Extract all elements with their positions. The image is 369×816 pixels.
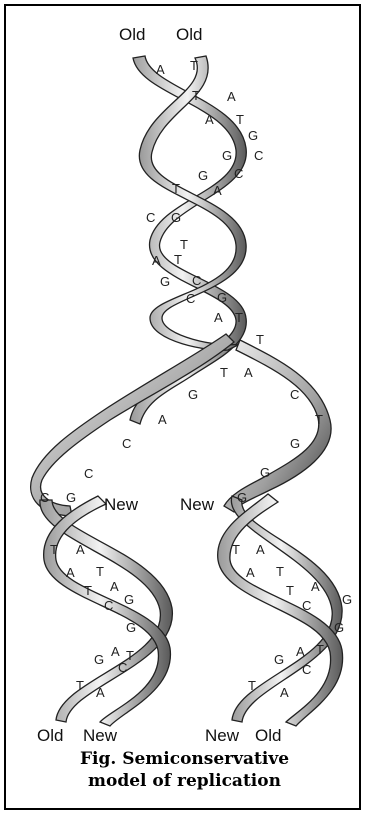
base-letter: A <box>214 310 223 325</box>
label-bottom-old-left: Old <box>37 726 63 745</box>
base-letter: A <box>111 644 120 659</box>
base-letter: A <box>296 644 305 659</box>
label-top-old-right: Old <box>176 25 202 44</box>
base-letter: G <box>260 465 270 480</box>
base-letter: T <box>220 365 228 380</box>
base-letter: C <box>302 662 311 677</box>
base-letter: C <box>122 436 131 451</box>
base-letter: T <box>76 678 84 693</box>
base-letter: A <box>158 412 167 427</box>
base-letter: G <box>188 387 198 402</box>
base-letter: C <box>234 166 243 181</box>
base-letter: G <box>274 652 284 667</box>
base-letter: T <box>276 564 284 579</box>
base-letter: G <box>94 652 104 667</box>
base-letter: A <box>156 62 165 77</box>
base-letter: G <box>171 210 181 225</box>
base-letter: T <box>172 181 180 196</box>
base-letter: A <box>280 685 289 700</box>
base-letter: G <box>248 128 258 143</box>
base-letter: C <box>254 148 263 163</box>
base-letter: C <box>118 660 127 675</box>
base-letter: G <box>160 274 170 289</box>
base-letter: T <box>248 678 256 693</box>
base-letter: T <box>174 252 182 267</box>
base-letter: G <box>66 490 76 505</box>
base-letter: C <box>104 598 113 613</box>
base-letter: T <box>232 542 240 557</box>
base-letter: A <box>76 542 85 557</box>
base-letter: C <box>192 273 201 288</box>
base-letter: G <box>198 168 208 183</box>
figure-caption-line1: Fig. Semiconservative <box>0 748 369 770</box>
base-letter: C <box>84 466 93 481</box>
base-letter: G <box>342 592 352 607</box>
base-letter: A <box>213 183 222 198</box>
base-letter: G <box>126 620 136 635</box>
fork-left-strand <box>31 334 234 516</box>
base-letter: T <box>50 542 58 557</box>
base-letter: T <box>192 88 200 103</box>
base-letter: A <box>152 253 161 268</box>
base-letter: T <box>96 564 104 579</box>
base-letter: A <box>205 112 214 127</box>
base-letter: A <box>110 579 119 594</box>
base-letter: G <box>290 436 300 451</box>
base-letter: C <box>146 210 155 225</box>
label-left-new: New <box>104 495 139 514</box>
base-letter: A <box>227 89 236 104</box>
label-top-old-left: Old <box>119 25 145 44</box>
base-letter: C <box>290 387 299 402</box>
figure-caption-line2: model of replication <box>0 770 369 792</box>
label-bottom-new-right: New <box>205 726 240 745</box>
base-letter: C <box>40 490 49 505</box>
label-bottom-old-right: Old <box>255 726 281 745</box>
base-letter: T <box>256 332 264 347</box>
base-letter: T <box>235 310 243 325</box>
base-letter: A <box>246 565 255 580</box>
base-letter: T <box>190 58 198 73</box>
base-letter: T <box>236 112 244 127</box>
base-letter: T <box>84 583 92 598</box>
base-letter: G <box>334 620 344 635</box>
base-letter: C <box>186 291 195 306</box>
base-letter: G <box>222 148 232 163</box>
base-letter: G <box>124 592 134 607</box>
base-letter: T <box>286 583 294 598</box>
base-letter: A <box>244 365 253 380</box>
base-letter: A <box>256 542 265 557</box>
base-letter: T <box>316 642 324 657</box>
base-letter: T <box>315 412 323 427</box>
base-letter: T <box>180 237 188 252</box>
base-letter: A <box>66 565 75 580</box>
label-right-new: New <box>180 495 215 514</box>
label-bottom-new-left: New <box>83 726 118 745</box>
base-letter: C <box>302 598 311 613</box>
base-letter: G <box>237 490 247 505</box>
base-letter: A <box>96 685 105 700</box>
base-letter: G <box>217 290 227 305</box>
base-letter: A <box>311 579 320 594</box>
